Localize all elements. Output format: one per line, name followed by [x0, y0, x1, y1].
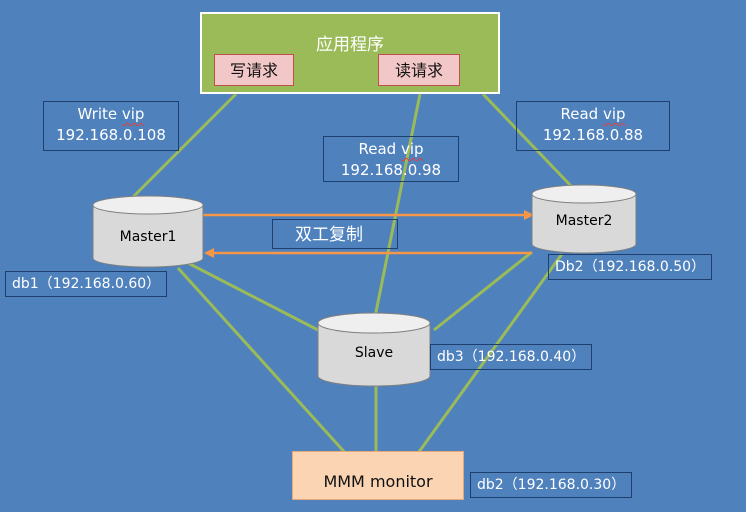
link-master1-to-slave	[185, 260, 319, 332]
mmm-monitor-box: MMM monitor	[292, 451, 464, 500]
connection-lines	[92, 92, 637, 458]
link-read-to-slave	[373, 93, 422, 318]
link-master1-to-monitor	[176, 266, 350, 458]
link-master2-to-monitor	[414, 253, 564, 457]
slave-info: db3（192.168.0.40）	[430, 344, 593, 370]
master1-info: db1（192.168.0.60）	[5, 271, 168, 297]
link-write-to-master1	[131, 92, 238, 199]
master2-info: Db2（192.168.0.50）	[548, 254, 713, 280]
master2-name: Master2	[555, 213, 613, 229]
link-read-to-master2	[481, 92, 574, 189]
read-vip-center-ip: 192.168.0.98	[340, 161, 442, 179]
master1-name: Master1	[119, 229, 177, 245]
slave-name: Slave	[354, 345, 394, 361]
read-request-box: 读请求	[378, 54, 460, 86]
slave-cylinder-icon	[317, 312, 431, 387]
read-vip-right-name: Read vip	[560, 105, 626, 123]
application-box: 应用程序 写请求 读请求	[200, 12, 500, 94]
application-title: 应用程序	[316, 35, 384, 55]
master2-cylinder-icon	[531, 184, 637, 254]
architecture-diagram: 应用程序 写请求 读请求 Write vip 192.168.0.108 Rea…	[5, 12, 713, 500]
monitor-info: db2（192.168.0.30）	[470, 472, 633, 498]
write-vip-ip: 192.168.0.108	[56, 126, 166, 144]
read-vip-center-name: Read vip	[358, 140, 424, 158]
write-request-box: 写请求	[214, 54, 294, 86]
read-vip-right-ip: 192.168.0.88	[542, 126, 644, 144]
replication-label: 双工复制	[272, 219, 398, 249]
read-vip-right-label: Read vip 192.168.0.88	[516, 101, 670, 151]
read-vip-center-label: Read vip 192.168.0.98	[323, 136, 459, 182]
link-slave-to-master2	[433, 250, 533, 332]
write-vip-label: Write vip 192.168.0.108	[43, 101, 179, 151]
write-vip-name: Write vip	[77, 105, 145, 123]
master1-cylinder-icon	[92, 195, 204, 268]
